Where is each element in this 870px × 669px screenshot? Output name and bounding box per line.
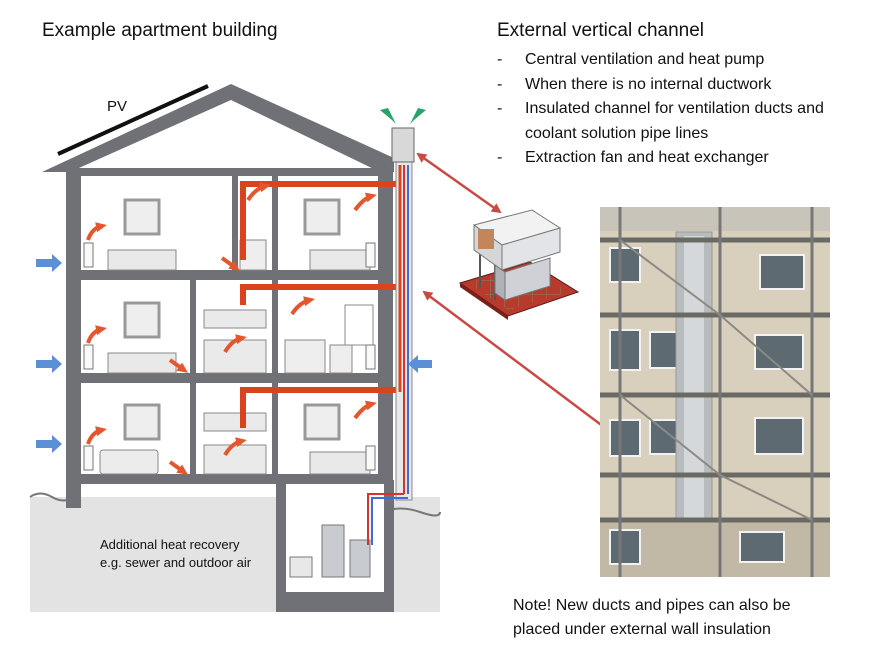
kitchen-counter [203, 339, 267, 374]
radiator [83, 344, 94, 370]
rooftop-fan [391, 127, 415, 163]
unit-platform [460, 283, 508, 320]
pv-label: PV [107, 98, 128, 115]
supply-air-arrow-icon [353, 192, 377, 212]
heat-recovery-note: Additional heat recovery e.g. sewer and … [100, 536, 251, 572]
right-wall [378, 168, 393, 480]
bed [107, 249, 177, 271]
bullet-item: Central ventilation and heat pump [497, 48, 857, 73]
photo-window [754, 334, 804, 370]
floor-slab [66, 168, 393, 176]
sofa [99, 449, 159, 475]
supply-air-arrow-icon [353, 400, 377, 420]
bed [107, 352, 177, 374]
scaffold-brace [619, 394, 721, 476]
basement-wall [384, 480, 394, 612]
inner-wall [232, 176, 238, 270]
heat-pump-module [494, 264, 506, 301]
extract-air-arrow-icon [168, 358, 189, 373]
radiator [365, 445, 376, 471]
installation-note: Note! New ducts and pipes can also be pl… [513, 594, 863, 642]
hot-pipe [367, 493, 404, 545]
photo-window [754, 417, 804, 455]
unit-panel [478, 229, 494, 249]
supply-duct [240, 181, 398, 260]
scaffold-brace [619, 239, 721, 316]
bed [309, 451, 371, 475]
building-title: Example apartment building [42, 20, 278, 41]
supply-duct [240, 284, 398, 305]
floor-slab [66, 474, 393, 484]
outdoor-air-arrow-icon [36, 254, 62, 272]
floor-slab [66, 373, 393, 383]
floor-slab [66, 270, 393, 280]
channel-title: External vertical channel [497, 20, 704, 41]
heat-recovery-line: Additional heat recovery [100, 537, 240, 552]
radiator [83, 445, 94, 471]
bullet-item: When there is no internal ductwork [497, 73, 857, 98]
scaffold-brace [719, 474, 813, 521]
washing-machine [329, 344, 353, 374]
supply-air-arrow-icon [223, 334, 247, 354]
window [123, 198, 161, 236]
exhaust-arrow-icon [380, 108, 396, 124]
heat-pump-unit [321, 524, 345, 578]
window [123, 403, 161, 441]
ventilation-unit [501, 227, 561, 271]
roof [42, 84, 394, 172]
window [123, 301, 161, 339]
inner-wall [272, 280, 278, 373]
supply-air-arrow-icon [86, 222, 107, 241]
washing-machine [289, 556, 313, 578]
inner-wall [272, 176, 278, 270]
inner-wall [190, 280, 196, 373]
note-line: placed under external wall insulation [513, 621, 771, 638]
inner-wall [190, 383, 196, 474]
supply-duct [240, 387, 398, 428]
photo-window [739, 531, 785, 563]
cold-pipe [371, 497, 408, 545]
inner-wall [272, 383, 278, 474]
window [303, 198, 341, 236]
bathroom-fixture [284, 339, 326, 374]
kitchen-cabinet [203, 412, 267, 432]
supply-air-arrow-icon [86, 426, 107, 445]
extract-air-arrow-icon [168, 460, 189, 475]
kitchen-cabinet [203, 309, 267, 329]
outdoor-air-arrow-icon [408, 355, 432, 373]
photo-window [609, 247, 641, 283]
outdoor-air-arrow-icon [36, 435, 62, 453]
left-wall [66, 168, 81, 508]
photo-window [609, 329, 641, 371]
callout-arrow [416, 152, 502, 214]
radiator [365, 242, 376, 268]
extract-air-arrow-icon [220, 256, 241, 271]
radiator [83, 242, 94, 268]
exhaust-arrow-icon [410, 108, 426, 124]
basement-wall [276, 484, 286, 612]
photo-window [609, 419, 641, 457]
heat-recovery-line: e.g. sewer and outdoor air [100, 555, 252, 570]
supply-air-arrow-icon [246, 182, 271, 202]
radiator [365, 344, 376, 370]
scaffold-brace [719, 314, 813, 396]
photo-window [759, 254, 805, 290]
kitchen-counter [203, 444, 267, 475]
bullet-item: Insulated channel for ventilation ducts … [497, 97, 857, 146]
note-line: Note! New ducts and pipes can also be [513, 597, 791, 614]
supply-air-arrow-icon [86, 325, 107, 344]
supply-air-arrow-icon [290, 296, 315, 316]
shelf [344, 304, 374, 346]
basement-floor [276, 592, 394, 612]
bed [309, 249, 371, 271]
pv-panel [57, 84, 209, 156]
photo-window [609, 529, 641, 565]
window [303, 403, 341, 441]
scaffold-photo [600, 207, 830, 577]
outdoor-air-arrow-icon [36, 355, 62, 373]
supply-air-arrow-icon [223, 437, 247, 457]
heat-pump-unit [349, 539, 371, 578]
